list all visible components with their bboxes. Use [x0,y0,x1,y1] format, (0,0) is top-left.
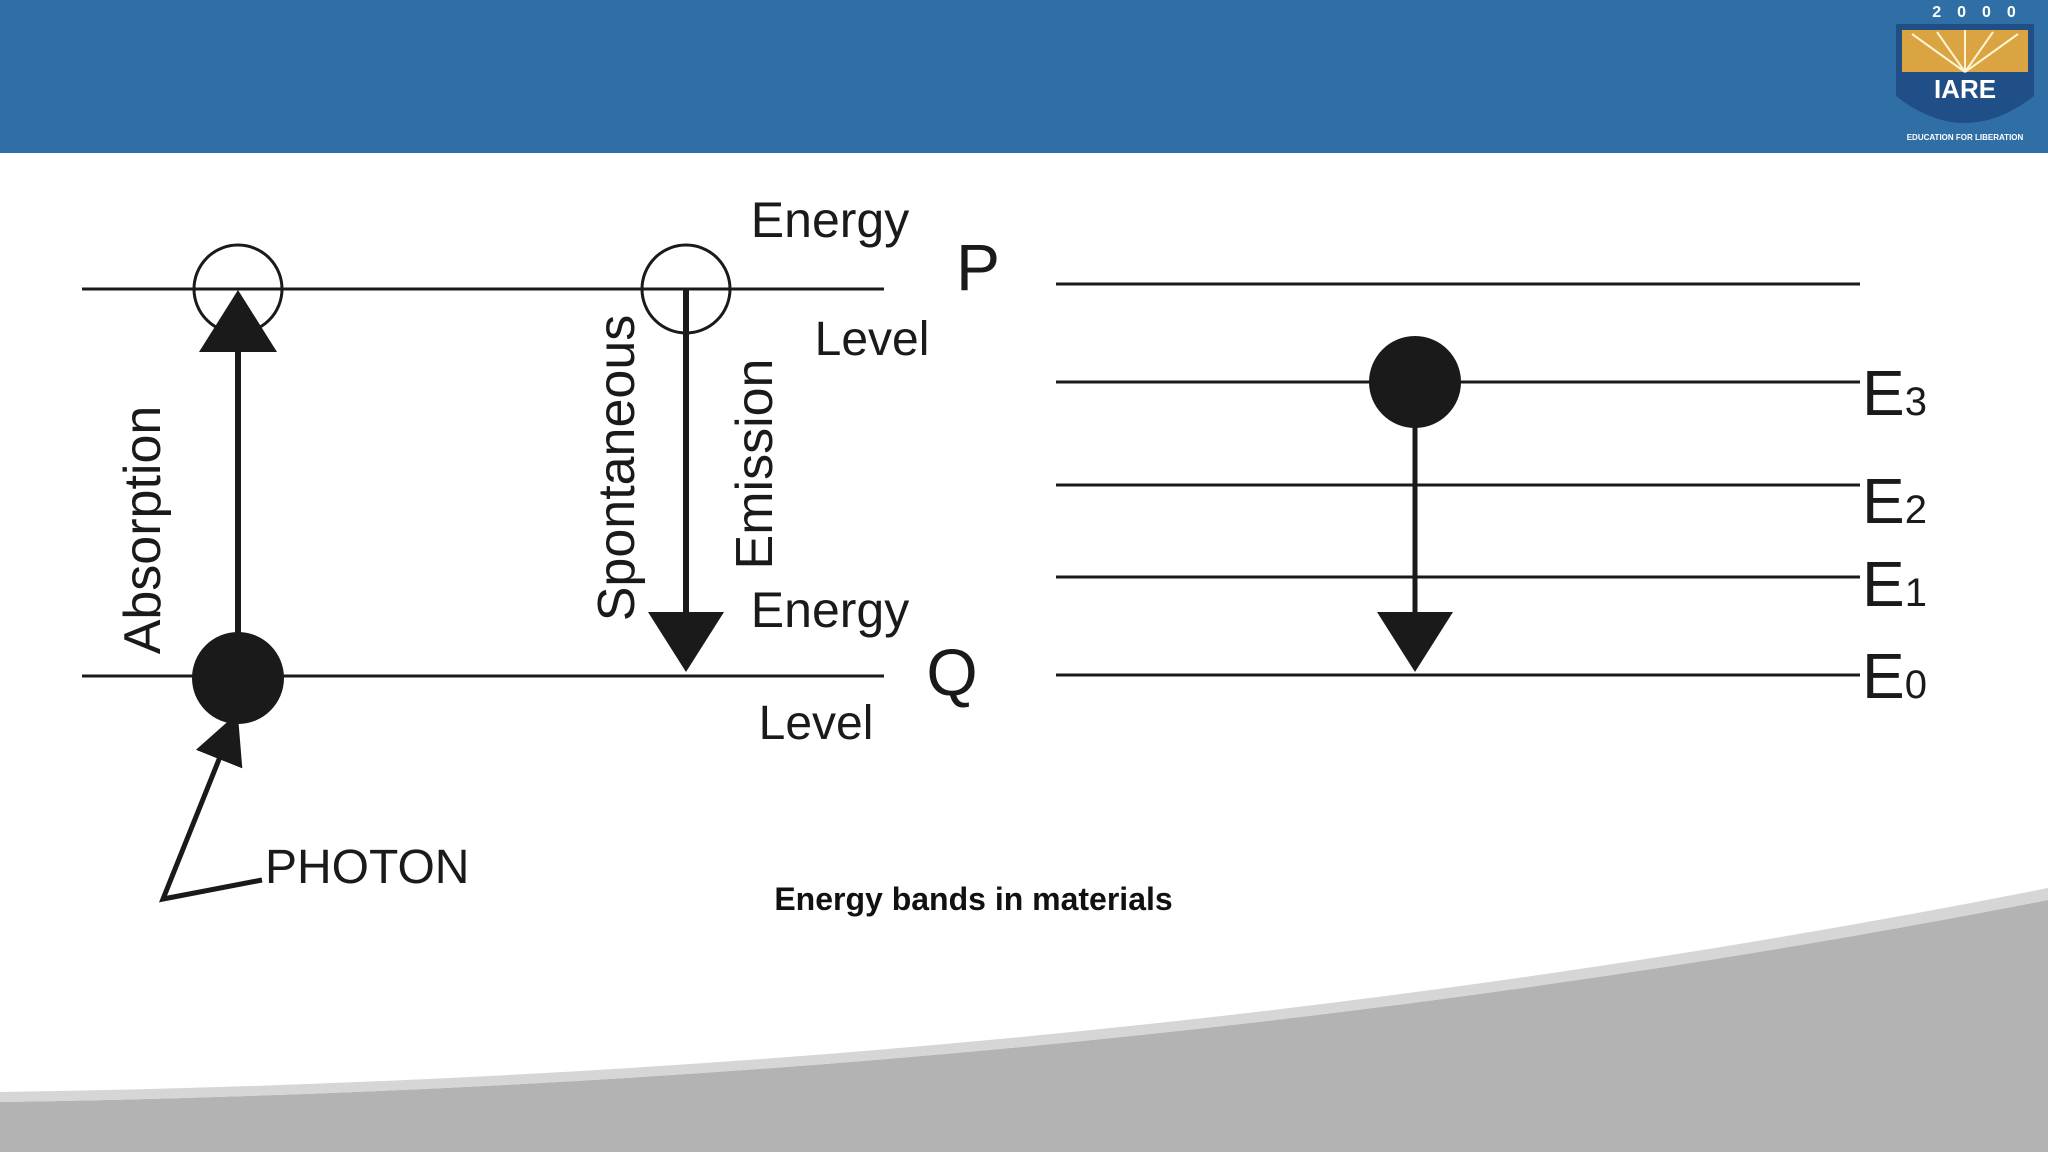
absorption-label: Absorption [114,406,172,655]
spontaneous-label: Spontaneous [588,315,646,622]
q-level-letter: Q [926,635,977,709]
footer-swoosh [0,888,2048,1152]
excited-electron-e3 [1369,336,1461,428]
e0-subscript: 0 [1905,663,1927,707]
e2-subscript: 2 [1905,488,1927,532]
ground-state-electron [192,632,284,724]
decay-arrow-head [1377,612,1453,672]
logo-name: IARE [1934,74,1996,104]
emission-arrow-head [648,612,724,672]
p-level-label: Level [815,313,930,366]
p-level-letter: P [956,230,1000,304]
left-diagram-labels: Energy P Level Energy Q Level Absorption… [114,192,1000,894]
q-level-label: Level [759,697,874,750]
e0-label: E0 [1862,640,1927,712]
absorption-arrow-head [199,290,277,352]
left-two-level-diagram [82,243,884,903]
e3-label: E3 [1862,357,1927,429]
sun-rays [1911,30,2019,73]
right-diagram-labels: E3 E2 E1 E0 [1862,357,1927,712]
p-energy-label: Energy [751,192,909,248]
logo-year: 2000 [1932,4,2032,21]
iare-logo: 2000 IARE EDUCATION FOR LIBERATION [1896,4,2034,142]
e1-subscript: 1 [1905,571,1927,615]
e2-label: E2 [1862,465,1927,537]
logo-motto: EDUCATION FOR LIBERATION [1907,133,2024,142]
header-bar [0,0,2048,153]
right-multi-level-diagram [1056,282,1860,677]
e1-label: E1 [1862,548,1927,620]
year-digits: 2000 [1932,4,2032,21]
photon-label: PHOTON [265,841,469,894]
photon-arrow [158,712,263,903]
emission-label: Emission [726,359,784,570]
slide-caption: Energy bands in materials [774,881,1173,917]
q-energy-label: Energy [751,582,909,638]
e3-subscript: 3 [1905,380,1927,424]
